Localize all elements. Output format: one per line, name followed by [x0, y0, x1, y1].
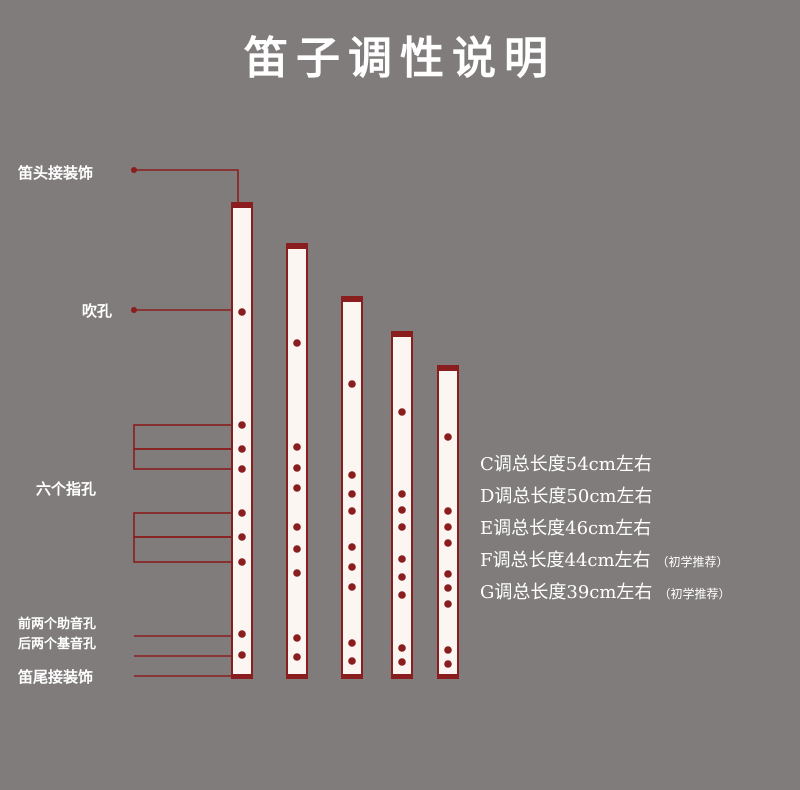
flute-hole-mark — [398, 523, 406, 531]
key-length-list: C调总长度54cm左右 D调总长度50cm左右 E调总长度46cm左右 F调总长… — [480, 452, 730, 612]
flute-head-cap-1 — [231, 202, 253, 208]
key-text: E调总长度46cm左右 — [480, 518, 652, 539]
flute-hole-mark — [348, 639, 356, 647]
flute-hole-mark — [348, 563, 356, 571]
flute-hole-mark — [293, 545, 301, 553]
label-six-finger-holes: 六个指孔 — [36, 480, 97, 498]
flute-hole-mark — [398, 658, 406, 666]
flute-hole-mark — [293, 653, 301, 661]
flute-hole-mark — [238, 421, 246, 429]
key-row-c: C调总长度54cm左右 — [480, 452, 730, 484]
flute-hole-mark — [444, 507, 452, 515]
flute-hole-mark — [444, 584, 452, 592]
flute-hole-mark — [238, 465, 246, 473]
leader-line-head — [134, 169, 239, 204]
key-note: （初学推荐） — [656, 555, 729, 569]
flute-hole-mark — [238, 630, 246, 638]
key-text: F调总长度44cm左右 — [480, 550, 651, 571]
flute-hole-mark — [348, 471, 356, 479]
flute-hole-mark — [444, 646, 452, 654]
key-text: C调总长度54cm左右 — [480, 454, 652, 475]
flute-tail-cap-3 — [341, 674, 363, 679]
flute-hole-mark — [398, 555, 406, 563]
page-title: 笛子调性说明 — [244, 33, 556, 84]
flute-body-2 — [286, 244, 308, 678]
flute-head-cap-2 — [286, 243, 308, 249]
flute-head-cap-4 — [391, 331, 413, 337]
flute-head-cap-5 — [437, 365, 459, 371]
flute-hole-mark — [348, 583, 356, 591]
flute-hole-mark — [348, 543, 356, 551]
blow-hole-mark — [293, 339, 301, 347]
flute-hole-mark — [398, 506, 406, 514]
flute-hole-mark — [444, 600, 452, 608]
flute-hole-mark — [238, 651, 246, 659]
flute-hole-mark — [293, 569, 301, 577]
flute-hole-mark — [398, 644, 406, 652]
flute-hole-mark — [293, 443, 301, 451]
flute-tail-cap-2 — [286, 674, 308, 679]
label-blow-hole: 吹孔 — [82, 302, 113, 320]
flute-hole-mark — [348, 657, 356, 665]
flute-tail-cap-4 — [391, 674, 413, 679]
flute-body-1 — [231, 203, 253, 678]
flute-hole-mark — [444, 660, 452, 668]
finger-hole-bracket — [133, 512, 233, 538]
label-front-assist-holes: 前两个助音孔 — [18, 617, 97, 632]
flute-hole-mark — [293, 484, 301, 492]
flute-tail-cap-1 — [231, 674, 253, 679]
key-row-e: E调总长度46cm左右 — [480, 516, 730, 548]
flute-hole-mark — [238, 533, 246, 541]
label-back-base-holes: 后两个基音孔 — [18, 637, 97, 652]
blow-hole-mark — [444, 433, 452, 441]
flute-body-4 — [391, 332, 413, 678]
flute-hole-mark — [238, 509, 246, 517]
finger-hole-bracket — [133, 536, 233, 563]
flute-tail-cap-5 — [437, 674, 459, 679]
flute-body-3 — [341, 297, 363, 678]
flute-hole-mark — [348, 507, 356, 515]
flute-hole-mark — [238, 445, 246, 453]
blow-hole-mark — [348, 380, 356, 388]
finger-hole-bracket — [133, 448, 233, 470]
key-row-d: D调总长度50cm左右 — [480, 484, 730, 516]
flute-hole-mark — [444, 570, 452, 578]
flute-head-cap-3 — [341, 296, 363, 302]
key-row-g: G调总长度39cm左右 （初学推荐） — [480, 580, 730, 612]
key-row-f: F调总长度44cm左右 （初学推荐） — [480, 548, 730, 580]
flute-hole-mark — [444, 523, 452, 531]
flute-hole-mark — [398, 591, 406, 599]
key-note: （初学推荐） — [658, 587, 731, 601]
flute-hole-mark — [398, 490, 406, 498]
flute-hole-mark — [444, 539, 452, 547]
flute-hole-mark — [348, 490, 356, 498]
key-text: D调总长度50cm左右 — [480, 486, 653, 507]
finger-hole-bracket — [133, 424, 233, 450]
flute-hole-mark — [293, 464, 301, 472]
blow-hole-mark — [398, 408, 406, 416]
flute-hole-mark — [293, 634, 301, 642]
flute-hole-mark — [238, 558, 246, 566]
key-text: G调总长度39cm左右 — [480, 582, 653, 603]
blow-hole-mark — [238, 308, 246, 316]
flute-hole-mark — [398, 573, 406, 581]
flute-hole-mark — [293, 523, 301, 531]
label-head-decoration: 笛头接装饰 — [18, 164, 94, 182]
flute-body-5 — [437, 366, 459, 678]
label-tail-decoration: 笛尾接装饰 — [18, 668, 94, 686]
